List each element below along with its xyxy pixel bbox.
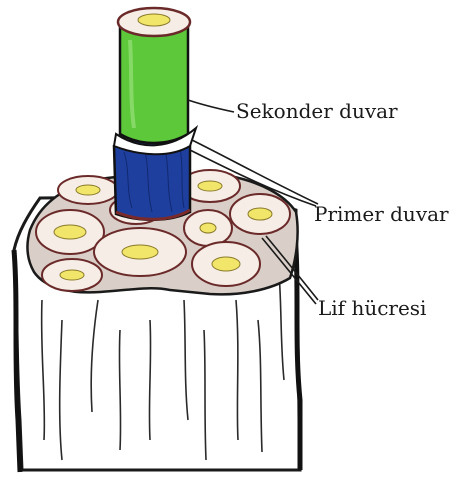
label-primary-wall: Primer duvar	[314, 202, 449, 226]
leader-line-secondary	[188, 100, 234, 112]
cell-lumen	[212, 257, 240, 271]
cell-lumen	[54, 225, 86, 239]
cell-lumen	[200, 223, 216, 233]
secondary-wall	[114, 8, 196, 154]
cell-lumen	[122, 245, 158, 259]
label-fiber-cell: Lif hücresi	[318, 296, 426, 320]
secondary-wall-lumen	[138, 14, 170, 26]
cell-lumen	[198, 181, 222, 191]
cell-lumen	[76, 185, 100, 195]
cell-lumen	[60, 270, 84, 280]
label-secondary-wall: Sekonder duvar	[236, 99, 398, 123]
cell-lumen	[248, 208, 272, 220]
